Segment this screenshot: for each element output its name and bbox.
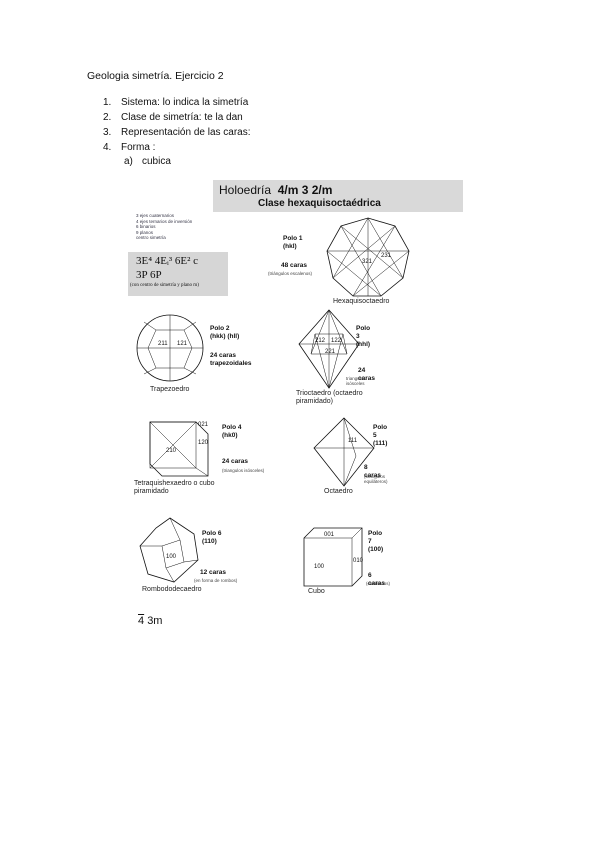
point-group-rest: 3m	[147, 615, 163, 627]
list-text: Representación de las caras:	[121, 127, 251, 138]
form-name: Trapezoedro	[150, 386, 190, 393]
numbered-list: 1. Sistema: lo indica la simetría 2. Clase…	[103, 95, 251, 155]
tetraquishexaedro-drawing: 210 120 021	[149, 421, 209, 477]
faces-note: (triángulos escalenos)	[268, 271, 313, 276]
face-label: 210	[166, 448, 177, 454]
formula-line-1: 3E⁴ 4Eᵢ³ 6E² c	[136, 255, 199, 267]
list-text: Sistema: lo indica la simetría	[121, 97, 249, 108]
pole-label: Polo 5(111)	[373, 424, 388, 447]
trioctaedro-drawing: 212 122 221	[298, 309, 360, 389]
point-group-label: 4 3m	[138, 615, 162, 627]
face-label: 021	[198, 422, 209, 428]
banner-class: Clase hexaquisoctaédrica	[258, 198, 381, 209]
pole-label: Polo 3(hhl)	[356, 325, 371, 348]
element-item: 6 binarios	[136, 224, 156, 229]
faces-note: (triangulos isósceles)	[222, 468, 265, 473]
face-label: 122	[331, 338, 342, 344]
faces-count: 12 caras	[200, 569, 227, 576]
face-label: 211	[158, 341, 168, 347]
face-label: 100	[314, 564, 325, 570]
face-label: 111	[348, 438, 358, 444]
faces-count: 24 caras	[358, 367, 375, 382]
element-item: centro simetría	[136, 235, 166, 240]
pole-label: Polo 6(110)	[202, 530, 222, 545]
sub-label: a)	[124, 156, 133, 167]
faces-note: (cuadrados)	[366, 581, 391, 586]
holoedria-banner: Holoedría 4/m 3 2/m Clase hexaquisoctaéd…	[213, 180, 463, 212]
face-label: 121	[177, 341, 188, 347]
banner-title: Holoedría	[219, 183, 272, 197]
faces-count: 8 caras	[364, 464, 381, 479]
faces-note: triangulos isósceles	[346, 376, 366, 386]
list-number: 1.	[103, 97, 112, 108]
list-number: 3.	[103, 127, 112, 138]
element-item: 9 planos	[136, 229, 154, 235]
faces-count: 48 caras	[281, 262, 308, 269]
list-item: 4. Forma :	[103, 140, 251, 155]
pole-label: Polo 1(hkl)	[283, 235, 303, 250]
document-title: Geologia simetría. Ejercicio 2	[87, 70, 224, 82]
face-label: 212	[315, 338, 326, 344]
list-number: 4.	[103, 142, 112, 153]
hexaquisoctaedro-drawing: 321 231	[326, 217, 410, 297]
form-name: Octaedro	[324, 488, 353, 495]
rotoinversion-symbol: 4	[138, 615, 145, 627]
cubo-drawing: 001 010 100	[303, 527, 364, 587]
list-item: 1. Sistema: lo indica la simetría	[103, 95, 251, 110]
face-label: 321	[362, 259, 373, 265]
list-text: Clase de simetría: te la dan	[121, 112, 243, 123]
sub-text: cubica	[142, 156, 171, 167]
list-item: 3. Representación de las caras:	[103, 125, 251, 140]
symmetry-formula-box: 3E⁴ 4Eᵢ³ 6E² c 3P 6P (con centro de sime…	[128, 252, 228, 296]
form-name: Rombododecaedro	[142, 586, 202, 593]
form-name: Tetraquishexaedro o cubo piramidado	[134, 480, 215, 495]
rombododecaedro-drawing: 100	[139, 517, 199, 583]
crystal-forms-plate: Holoedría 4/m 3 2/m Clase hexaquisoctaéd…	[128, 180, 463, 620]
element-item: 3 ejes cuaternarios	[136, 213, 175, 218]
face-label: 010	[353, 558, 364, 564]
list-item: 2. Clase de simetría: te la dan	[103, 110, 251, 125]
faces-count: 24 caras	[222, 458, 249, 465]
banner-symmetry: 4/m 3 2/m	[277, 183, 333, 197]
list-text: Forma :	[121, 142, 156, 153]
form-name: Cubo	[308, 588, 325, 595]
form-name: Trioctaedro (octaedro piramidado)	[296, 390, 363, 405]
formula-note: (con centro de simetría y plano m)	[130, 283, 199, 288]
face-label: 221	[325, 349, 336, 355]
symmetry-elements-list: 3 ejes cuaternarios 4 ejes ternarios de …	[136, 213, 192, 241]
faces-note: (en forma de rombos)	[194, 578, 238, 583]
trapezoedro-drawing: 211 121	[136, 314, 204, 382]
pole-label: Polo 4(hk0)	[222, 424, 242, 439]
faces-note: (triangulos equiláteros)	[364, 474, 388, 484]
pole-label: Polo 7(100)	[368, 530, 384, 553]
formula-line-2: 3P 6P	[136, 269, 162, 281]
element-item: 4 ejes ternarios de inversión	[136, 218, 193, 224]
sub-item: a) cubica	[124, 156, 171, 167]
list-number: 2.	[103, 112, 112, 123]
faces-count: 6 caras	[368, 572, 385, 587]
octaedro-drawing: 111	[313, 417, 375, 487]
face-label: 231	[381, 253, 392, 259]
form-name: Hexaquisoctaedro	[333, 298, 390, 305]
face-label: 001	[324, 532, 335, 538]
faces-count: 24 caras trapezoidales	[210, 352, 252, 367]
pole-label: Polo 2(hkk) (hll)	[210, 325, 240, 340]
face-label: 100	[166, 554, 177, 560]
face-label: 120	[198, 440, 209, 446]
